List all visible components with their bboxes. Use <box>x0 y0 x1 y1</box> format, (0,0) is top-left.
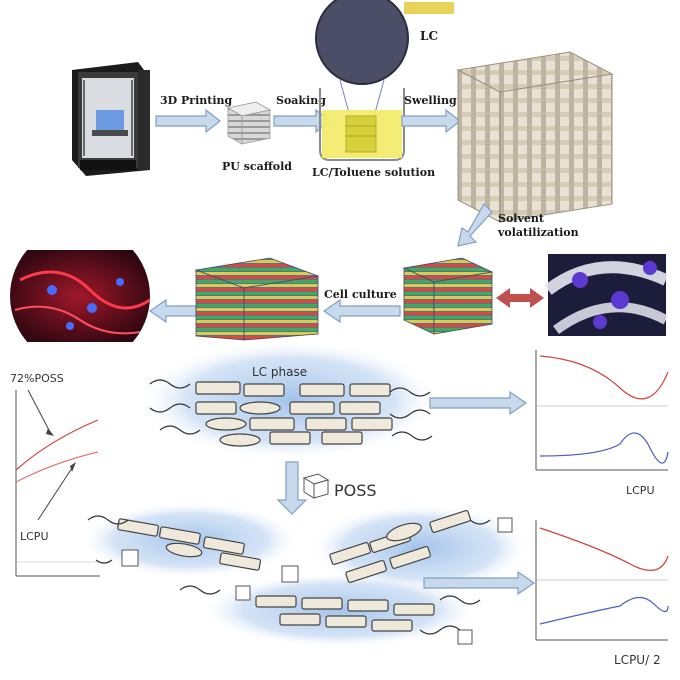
poss-cages-bottom <box>121 517 513 645</box>
poss-arrow <box>276 461 308 515</box>
red-double-arrow <box>496 288 544 308</box>
polymer-chains-top <box>149 379 433 441</box>
arrow-swelling <box>401 108 461 134</box>
label-soaking: Soaking <box>276 94 326 107</box>
polymer-chains-bottom <box>87 515 491 635</box>
poss-cube-icon <box>302 473 330 499</box>
label-swelling: Swelling <box>404 94 457 107</box>
label-left-lcpu: LCPU <box>20 530 49 543</box>
label-lc-phase: LC phase <box>252 365 307 379</box>
lc-scaffold-cube <box>402 257 494 335</box>
arrow-to-right-plot-bottom <box>423 570 536 596</box>
bottom-panel: 72%POSS LCPU LC phase <box>10 340 669 667</box>
label-right-lcpu: LCPU <box>626 484 655 497</box>
cultured-scaffold-cube <box>194 257 320 341</box>
label-3d-printing: 3D Printing <box>160 94 233 107</box>
beaker-image <box>319 88 405 161</box>
label-volatilization: volatilization <box>497 226 579 239</box>
label-right-lcpu-2: LCPU/ 2 <box>614 653 661 667</box>
arrow-printing <box>155 108 221 134</box>
arrow-cell-culture <box>322 298 401 324</box>
printer-image <box>72 62 150 176</box>
right-plot-top <box>535 350 669 471</box>
arrow-soaking <box>273 108 331 134</box>
left-plot <box>15 389 100 577</box>
label-cell-culture: Cell culture <box>324 288 397 301</box>
label-solvent: Solvent <box>498 212 545 225</box>
top-panel: 3D Printing PU scaffold Soaking LC <box>10 0 669 342</box>
lc-sphere-image <box>315 0 454 125</box>
label-lc-toluene: LC/Toluene solution <box>312 166 435 179</box>
arrow-left-1 <box>148 298 197 324</box>
lc-mesogens-top <box>195 381 393 447</box>
cell-micrograph <box>10 250 150 342</box>
right-plot-bottom <box>535 520 669 641</box>
label-pu-scaffold: PU scaffold <box>222 160 292 173</box>
arrow-to-right-plot-top <box>429 390 528 416</box>
pu-scaffold-image <box>226 101 272 145</box>
lc-micrograph <box>544 254 669 336</box>
arrow-solvent-volatilization <box>457 203 493 247</box>
label-72-poss: 72%POSS <box>10 372 64 385</box>
lc-mesogens-bottom <box>117 509 471 632</box>
label-poss: POSS <box>334 481 377 500</box>
label-lc: LC <box>420 29 438 43</box>
swollen-scaffold-cube <box>456 51 614 223</box>
